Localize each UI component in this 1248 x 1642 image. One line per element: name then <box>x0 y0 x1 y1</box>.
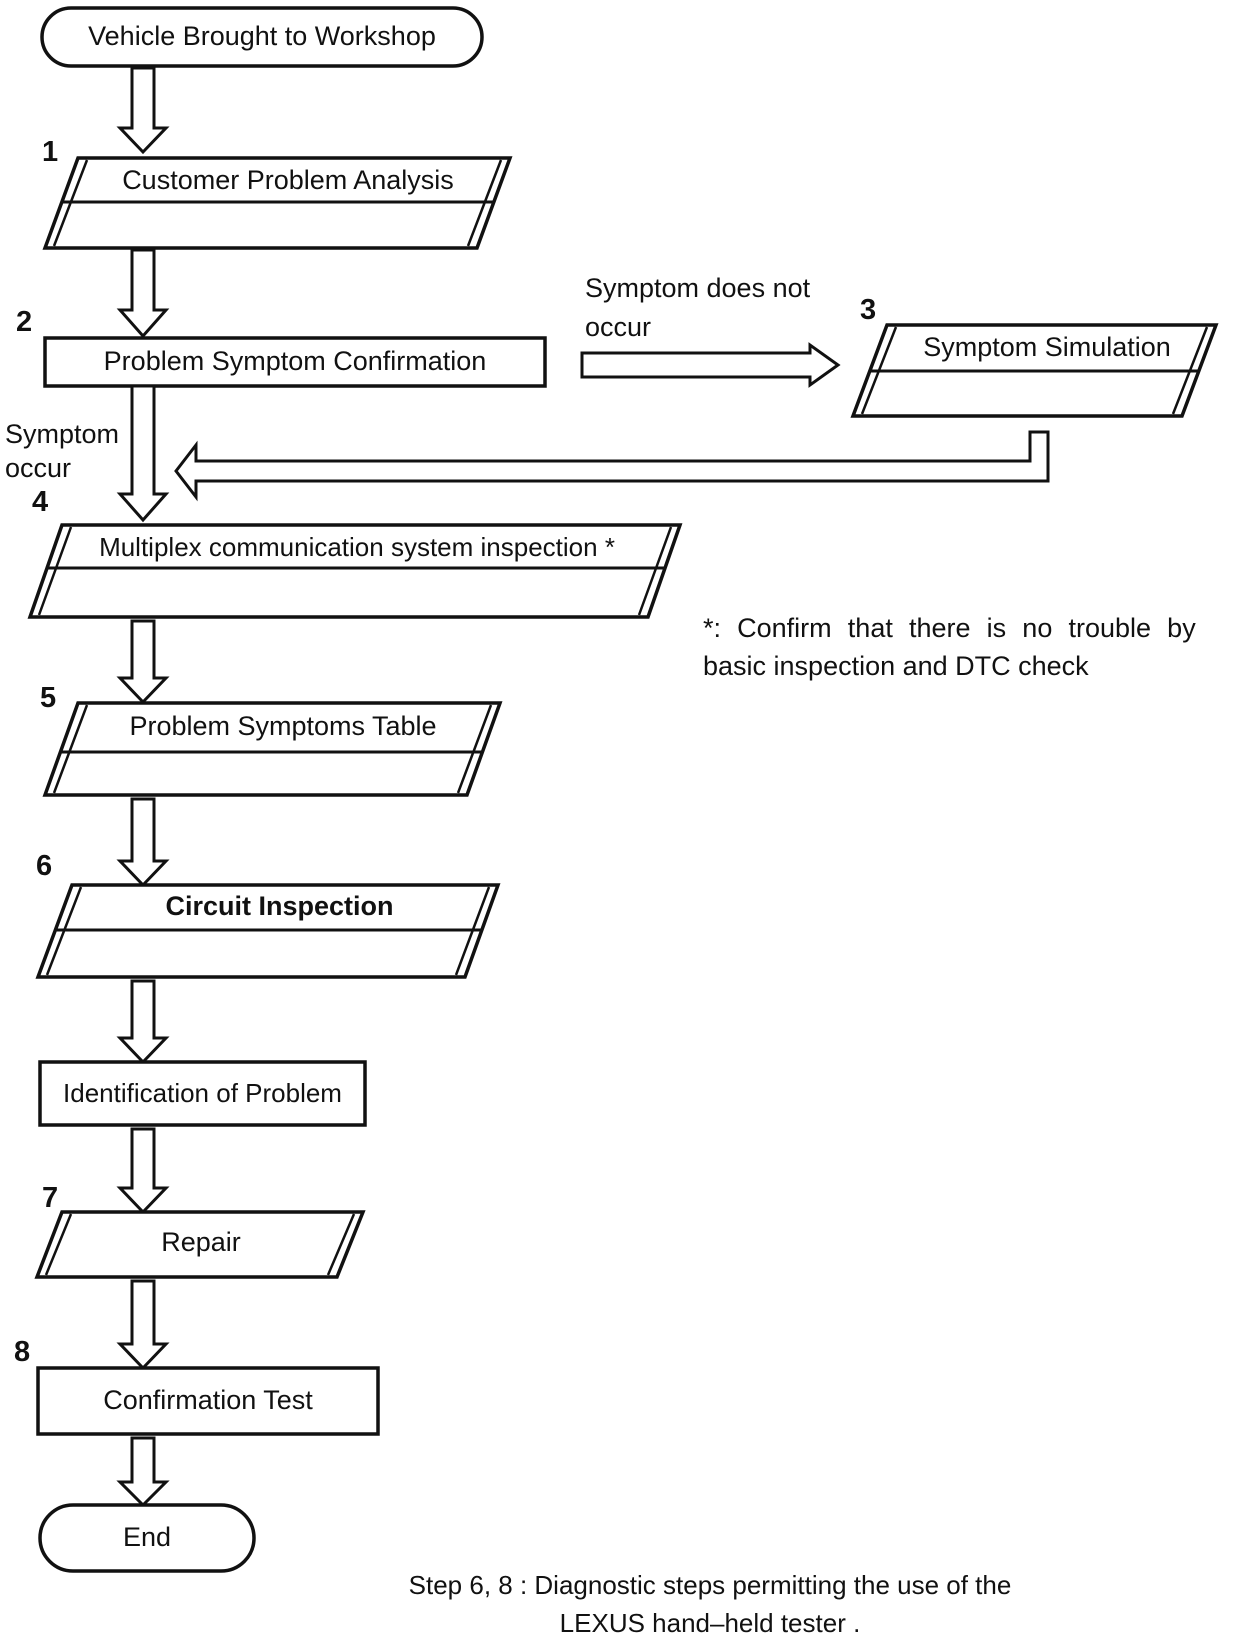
flow-arrow-step4-to-step5 <box>116 619 170 705</box>
flow-arrow-step2-to-step3 <box>580 342 841 388</box>
edge-label-symptom-does-not-occur-line2: occur <box>585 312 652 342</box>
step3-label: Symptom Simulation <box>923 332 1171 363</box>
caption-line1: Step 6, 8 : Diagnostic steps permitting … <box>408 1570 1012 1600</box>
step5-number: 5 <box>40 682 57 714</box>
caption-line2: LEXUS hand–held tester . <box>559 1608 861 1638</box>
flow-arrow-start-to-step1 <box>116 66 170 155</box>
step5-label: Problem Symptoms Table <box>129 711 437 742</box>
double-edge-left <box>52 704 89 794</box>
edge-label-symptom-does-not-occur-line1: Symptom does not <box>585 273 811 303</box>
step6-number: 6 <box>36 850 53 882</box>
node-step4-shape <box>27 523 683 619</box>
node-identification-shape <box>38 1060 367 1127</box>
flow-arrow-step2-to-step4 <box>116 384 170 523</box>
flow-arrow-step1-to-step2 <box>116 248 170 339</box>
flow-arrow-step3-return <box>174 430 1050 502</box>
node-step7-shape <box>34 1210 366 1279</box>
step3-number: 3 <box>860 294 877 326</box>
node-step5-shape <box>42 701 503 797</box>
flow-arrow-identification-to-step7 <box>116 1127 170 1215</box>
footnote-line1: *: Confirm that there is no trouble by <box>703 613 1196 643</box>
edge-label-symptom-occur-line1: Symptom <box>5 419 120 449</box>
flow-arrow-step5-to-step6 <box>116 797 170 888</box>
node-step8-shape <box>36 1366 380 1436</box>
double-edge-left <box>37 526 73 616</box>
double-edge-left <box>44 1213 73 1276</box>
flow-arrow-step7-to-step8 <box>116 1279 170 1371</box>
edge-label-symptom-occur-line2: occur <box>5 453 72 483</box>
node-step6-shape <box>35 883 501 979</box>
step8-number: 8 <box>14 1336 31 1368</box>
terminator-start-shape <box>40 6 484 68</box>
step2-label: Problem Symptom Confirmation <box>103 346 487 377</box>
double-edge-right <box>326 1213 356 1276</box>
terminator-end-label: End <box>122 1522 172 1553</box>
double-edge-right <box>456 704 493 794</box>
step7-label: Repair <box>161 1227 241 1258</box>
flow-arrow-step6-to-identification <box>116 979 170 1065</box>
terminator-start-label: Vehicle Brought to Workshop <box>88 21 436 52</box>
footnote-line2: basic inspection and DTC check <box>703 651 1089 681</box>
node-step1-shape <box>42 156 513 250</box>
step6-label: Circuit Inspection <box>165 891 394 922</box>
step4-number: 4 <box>32 486 49 518</box>
step2-number: 2 <box>16 306 33 338</box>
step8-label: Confirmation Test <box>103 1385 313 1416</box>
parallelogram-step7 <box>34 1210 366 1279</box>
parallelogram-step5 <box>42 701 503 797</box>
terminator-end-shape <box>38 1503 256 1573</box>
double-edge-right <box>637 526 673 616</box>
step7-number: 7 <box>42 1182 59 1214</box>
node-step2-shape <box>43 336 547 388</box>
step1-number: 1 <box>42 136 59 168</box>
step1-label: Customer Problem Analysis <box>122 165 454 196</box>
identification-label: Identification of Problem <box>63 1078 342 1109</box>
step4-label: Multiplex communication system inspectio… <box>99 531 615 562</box>
node-step3-shape <box>850 323 1219 418</box>
flow-arrow-step8-to-end <box>116 1436 170 1508</box>
parallelogram-step4 <box>27 523 683 619</box>
